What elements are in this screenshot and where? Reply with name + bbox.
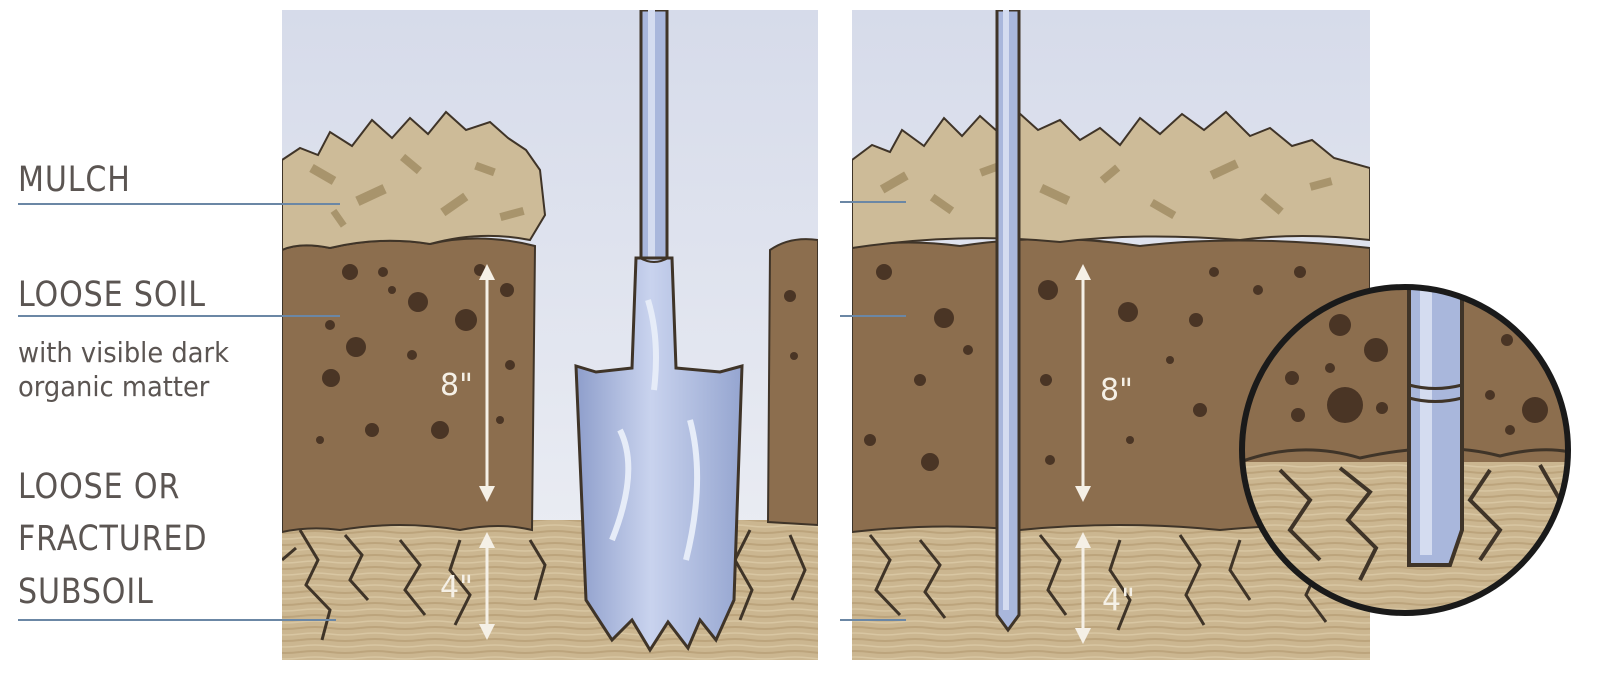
label-loose-soil-note-2: organic matter <box>18 372 209 403</box>
measure-8in-right: 8" <box>1100 373 1133 408</box>
subsoil-layer-left <box>282 520 818 660</box>
measure-4in-right: 4" <box>1102 583 1135 618</box>
label-subsoil-3: SUBSOIL <box>18 575 154 610</box>
left-panel-shovel: 8" 4" <box>282 10 818 660</box>
label-loose-soil-note-1: with visible dark <box>18 338 229 369</box>
label-mulch: MULCH <box>18 163 131 198</box>
loose-soil-block-left <box>282 238 535 532</box>
label-loose-soil: LOOSE SOIL <box>18 278 206 313</box>
soil-probe-rod <box>997 10 1019 630</box>
measure-8in-left: 8" <box>440 368 473 403</box>
label-subsoil-1: LOOSE OR <box>18 470 180 505</box>
measure-4in-left: 4" <box>440 570 473 605</box>
label-subsoil-2: FRACTURED <box>18 522 207 557</box>
loose-soil-sliver-left <box>768 239 818 525</box>
